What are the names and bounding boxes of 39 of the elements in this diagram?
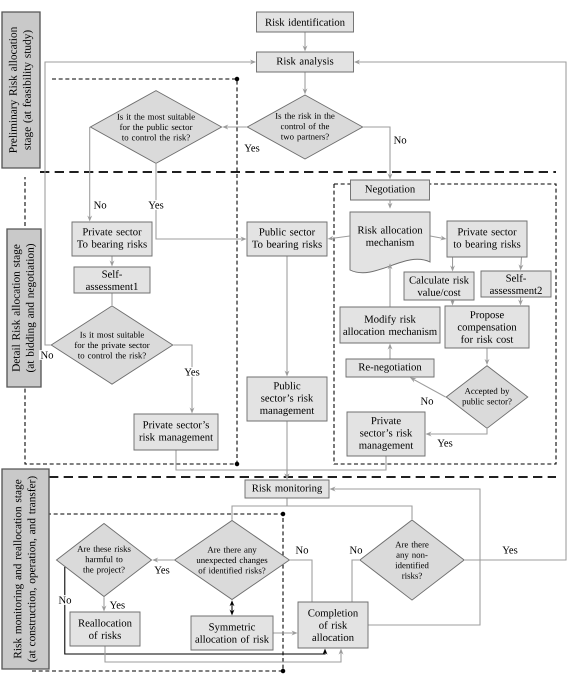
edge-label: Yes: [108, 600, 126, 610]
edge-label: No: [294, 545, 310, 555]
stage-band: Detail Risk allocation stage (at bidding and negotiation): [6, 228, 42, 388]
process-box: Reallocation of risks: [70, 612, 140, 646]
edge-label: Yes: [500, 545, 520, 555]
document-box: Risk allocation mechanism: [350, 212, 430, 274]
process-box: Private sector’s risk management: [346, 412, 426, 456]
process-box: Risk analysis: [256, 52, 354, 72]
connector-line: [351, 559, 360, 602]
process-box: Negotiation: [350, 180, 430, 200]
edge-label: Yes: [436, 438, 454, 448]
process-box: Private sector’s risk management: [134, 414, 218, 450]
edge-label: Yes: [146, 200, 166, 210]
stage-band: Preliminary Risk allocation stage (at feasibility study): [1, 11, 41, 169]
connector-line: [286, 498, 413, 520]
process-box: Propose compensation for risk cost: [444, 306, 530, 348]
process-box: Self-assessment1: [74, 266, 150, 294]
process-box: Symmetric allocation of risk: [190, 616, 274, 650]
edge-label: No: [92, 200, 108, 210]
connector-line: [290, 559, 313, 602]
process-box: Completion of risk allocation: [298, 602, 368, 648]
process-box: Self-assessment2: [480, 270, 552, 298]
edge-label: Yes: [182, 367, 202, 377]
edge-label: No: [419, 396, 435, 406]
edge-label: No: [392, 135, 408, 145]
edge-label: Yes: [152, 565, 172, 575]
process-box: Re-negotiation: [346, 358, 434, 378]
process-box: Risk monitoring: [244, 480, 330, 498]
stage-band: Risk monitoring and reallocation stage (at construction, operation, and transfer): [1, 468, 50, 670]
process-box: Private sector to bearing risks: [446, 220, 528, 258]
edge-label: No: [39, 350, 55, 360]
process-box: Public sector’s risk management: [246, 376, 328, 422]
edge-label: No: [57, 595, 73, 605]
process-box: Calculate risk value/cost: [404, 272, 474, 300]
process-box: Public sector To bearing risks: [246, 222, 328, 256]
process-box: Modify risk allocation mechanism: [340, 306, 440, 344]
connector-line: [111, 293, 113, 306]
process-box: Risk identification: [256, 12, 354, 32]
process-box: Private sector To bearing risks: [72, 222, 152, 256]
